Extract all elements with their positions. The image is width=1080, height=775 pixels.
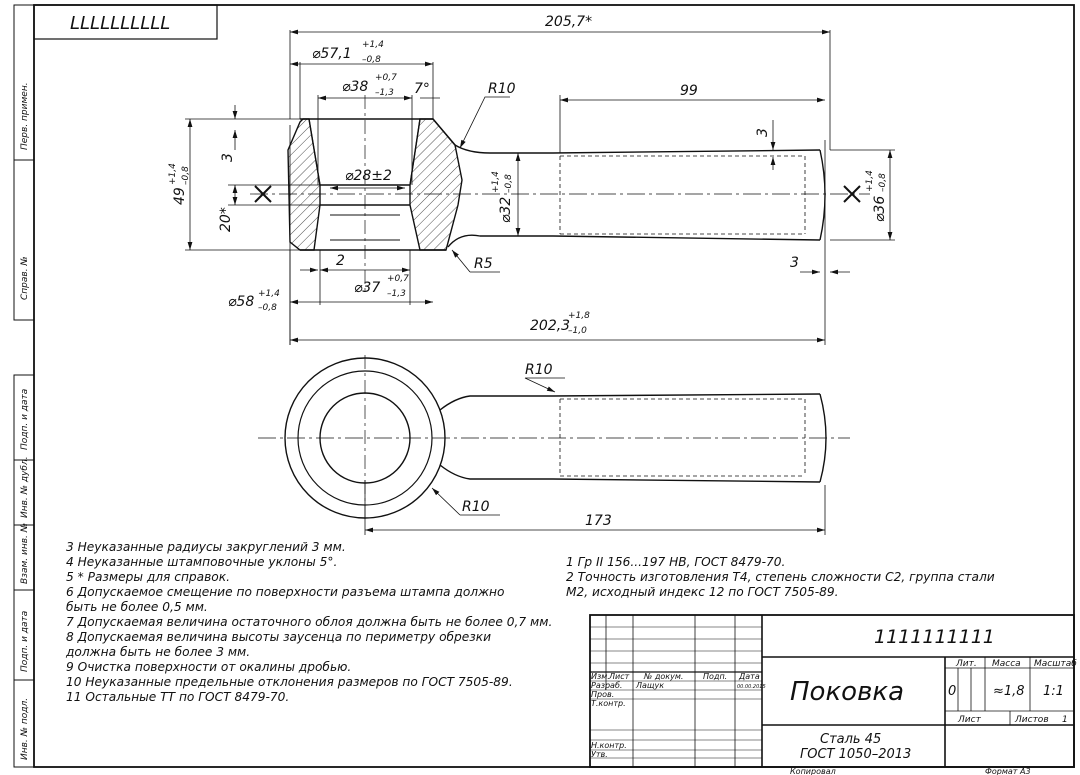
dim-h49-tol-lo: –0,8 [181,166,191,185]
tb-material-1: Сталь 45 [820,732,881,747]
dim-h20: 20* [218,207,234,232]
tb-mass-value: ≈1,8 [993,684,1025,699]
dim-d37: ⌀37 [354,280,380,296]
tb-col-izm: Изм. [591,672,610,681]
note-5: 5 * Размеры для справок. [66,570,230,584]
tb-lit-value: 0 [948,684,956,699]
note-1: 1 Гр II 156...197 НВ, ГОСТ 8479-70. [566,555,786,569]
note-7: 7 Допускаемая величина остаточного облоя… [66,615,553,629]
sheet-frame [13,4,1075,768]
dim-h49-tol-up: +1,4 [168,163,178,185]
copied-label: Копировал [790,767,836,775]
side-label-3: Подп. и дата [20,389,30,450]
tb-row-prov: Пров. [591,690,614,699]
note-4: 4 Неуказанные штамповочные уклоны 5°. [66,555,338,569]
tb-row-nkontr: Н.контр. [591,741,627,750]
tb-col-doc: № докум. [643,672,683,681]
dim-len99: 99 [680,83,698,99]
dimension-texts: 205,7* ⌀57,1 +1,4 –0,8 ⌀38 +0,7 –1,3 7° … [168,14,888,529]
notes-right: 1 Гр II 156...197 НВ, ГОСТ 8479-70. 2 То… [566,555,995,600]
tb-designation: 1111111111 [874,626,995,648]
tb-name: Поковка [790,677,904,707]
note-3: 3 Неуказанные радиусы закруглений 3 мм. [66,540,346,554]
tb-date: 00.00.2015 [737,684,766,690]
dim-angle: 7° [414,81,430,97]
dim-d38-tol-lo: –1,3 [375,88,394,98]
dim-three-top: 3 [755,128,771,137]
tb-row-utv: Утв. [591,750,608,759]
dim-d57-tol-up: +1,4 [362,40,384,50]
dim-d36-tol-lo: –0,8 [878,173,888,192]
dim-len202-tol-lo: –1,0 [568,326,587,336]
dim-r10-top: R10 [488,81,516,97]
dim-d58-tol-lo: –0,8 [258,303,277,313]
tb-lit-header: Лит. [955,659,977,669]
dim-h49: 49 [172,187,188,205]
side-label-2: Справ. № [20,256,30,300]
tb-scale-header: Масштаб [1034,659,1077,669]
note-9: 9 Очистка поверхности от окалины дробью. [66,660,352,674]
dim-r10-low: R10 [462,499,490,515]
forging-plan-view [258,355,850,535]
dim-r5: R5 [474,256,493,272]
tb-developer: Лащук [635,681,664,690]
dim-d58-tol-up: +1,4 [258,289,280,299]
side-label-7: Инв. № подл. [20,698,30,760]
title-block [589,614,1075,768]
dim-d36-tol-up: +1,4 [865,170,875,192]
dim-three-right: 3 [790,255,799,271]
tb-sheets-value: 1 [1062,715,1068,725]
dim-d37-tol-up: +0,7 [387,274,409,284]
side-label-6: Подп. и дата [20,611,30,672]
dim-d32: ⌀32 [498,197,514,223]
note-10: 10 Неуказанные предельные отклонения раз… [66,675,513,689]
dim-d38: ⌀38 [342,79,368,95]
dim-d57: ⌀57,1 [312,46,352,62]
dim-d32-tol-up: +1,4 [491,171,501,193]
side-label-1: Перв. примен. [20,82,30,150]
tb-mass-header: Масса [992,659,1021,669]
dim-r10-mid: R10 [525,362,553,378]
title-block-texts: 1111111111 Поковка Сталь 45 ГОСТ 1050–20… [591,626,1077,762]
note-11: 11 Остальные ТТ по ГОСТ 8479-70. [66,690,290,704]
note-8: 8 Допускаемая величина высоты заусенца п… [66,630,492,644]
side-label-5: Взам. инв. № [20,523,30,584]
code-box-text: LLLLLLLLLL [70,13,170,34]
dim-len173: 173 [585,513,612,529]
dim-d36: ⌀36 [872,196,888,222]
format-label: Формат A3 [985,767,1031,775]
dimension-lines [185,29,895,516]
tb-col-sign: Подп. [703,672,727,681]
dim-d58: ⌀58 [228,294,254,310]
dim-two: 2 [336,253,345,269]
note-6-cont: быть не более 0,5 мм. [66,600,208,614]
dim-len202: 202,3 [530,318,570,334]
dim-overall-ref: 205,7* [545,14,592,30]
forging-main-view [250,95,870,292]
dim-len202-tol-up: +1,8 [568,311,590,321]
tb-col-date: Дата [738,672,760,681]
tb-sheets-label: Листов [1014,715,1049,725]
side-labels: Перв. примен. Справ. № Подп. и дата Инв.… [20,82,30,760]
side-label-4: Инв. № дубл. [20,456,30,518]
dim-d37-tol-lo: –1,3 [387,289,406,299]
tb-row-tkontr: Т.контр. [591,699,626,708]
dim-three-left: 3 [220,153,236,162]
note-6: 6 Допускаемое смещение по поверхности ра… [66,585,505,599]
note-2: 2 Точность изготовления Т4, степень слож… [566,570,995,584]
dim-d28: ⌀28±2 [345,168,392,184]
tb-sheet-label: Лист [957,715,982,725]
tb-row-razrab: Разраб. [591,681,622,690]
dim-d38-tol-up: +0,7 [375,73,397,83]
tb-material-2: ГОСТ 1050–2013 [800,747,911,762]
notes-left: 3 Неуказанные радиусы закруглений 3 мм. … [66,540,552,705]
dim-d57-tol-lo: –0,8 [362,55,381,65]
tb-col-list: Лист [608,672,630,681]
tb-scale-value: 1:1 [1043,684,1064,699]
note-2-cont: М2, исходный индекс 12 по ГОСТ 7505-89. [566,585,839,599]
note-8-cont: должна быть не более 3 мм. [66,645,251,659]
dim-d32-tol-lo: –0,8 [504,174,514,193]
